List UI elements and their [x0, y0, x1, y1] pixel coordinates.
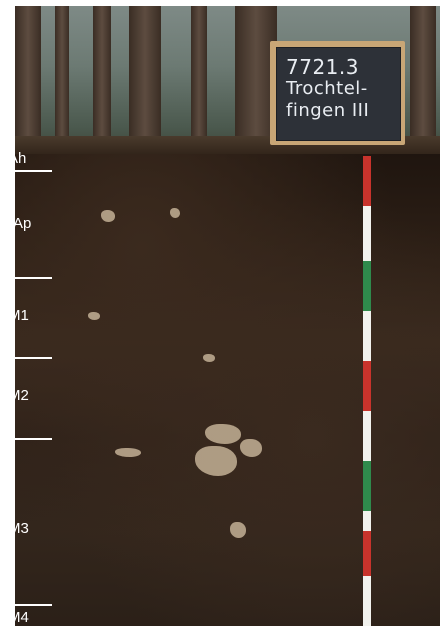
site-sign: 7721.3 Trochtel- fingen III	[270, 41, 405, 145]
stone	[240, 439, 262, 457]
stick-segment-red	[363, 361, 371, 411]
tree-trunk	[129, 6, 161, 156]
horizon-label-rap: rAp	[8, 215, 32, 232]
stone	[115, 448, 141, 457]
stick-segment-red	[363, 531, 371, 576]
stone	[203, 354, 215, 362]
sign-location-line1: Trochtel-	[286, 78, 368, 99]
horizon-boundary	[4, 438, 52, 440]
stick-segment-white	[363, 511, 371, 531]
horizon-label-m3: M3	[8, 520, 29, 537]
horizon-boundary	[4, 170, 52, 172]
horizon-label-m2: M2	[8, 387, 29, 404]
tree-trunk	[15, 6, 41, 156]
tree-trunk	[191, 6, 207, 156]
stick-segment-red	[363, 156, 371, 206]
horizon-label-m1: M1	[8, 307, 29, 324]
stick-segment-white	[363, 576, 371, 626]
stick-segment-white	[363, 411, 371, 461]
stone	[101, 210, 115, 222]
horizon-label-ah: Ah	[8, 150, 27, 167]
stick-segment-green	[363, 461, 371, 511]
tree-trunk	[410, 6, 436, 156]
stick-segment-green	[363, 261, 371, 311]
soil-horizons	[15, 154, 440, 626]
stone	[205, 424, 241, 444]
sign-profile-number: 7721.3	[286, 55, 359, 79]
stick-segment-white	[363, 206, 371, 261]
horizon-label-m4: M4	[8, 609, 29, 626]
stone	[170, 208, 180, 218]
measuring-stick	[363, 156, 371, 626]
tree-trunk	[55, 6, 69, 156]
chalkboard: 7721.3 Trochtel- fingen III	[276, 47, 401, 141]
horizon-boundary	[4, 604, 52, 606]
horizon-boundary	[4, 357, 52, 359]
stick-segment-white	[363, 311, 371, 361]
tree-trunk	[93, 6, 111, 156]
stone	[230, 522, 246, 538]
stone	[195, 446, 237, 476]
horizon-boundary	[4, 277, 52, 279]
sign-location-line2: fingen III	[286, 100, 370, 121]
stone	[88, 312, 100, 320]
